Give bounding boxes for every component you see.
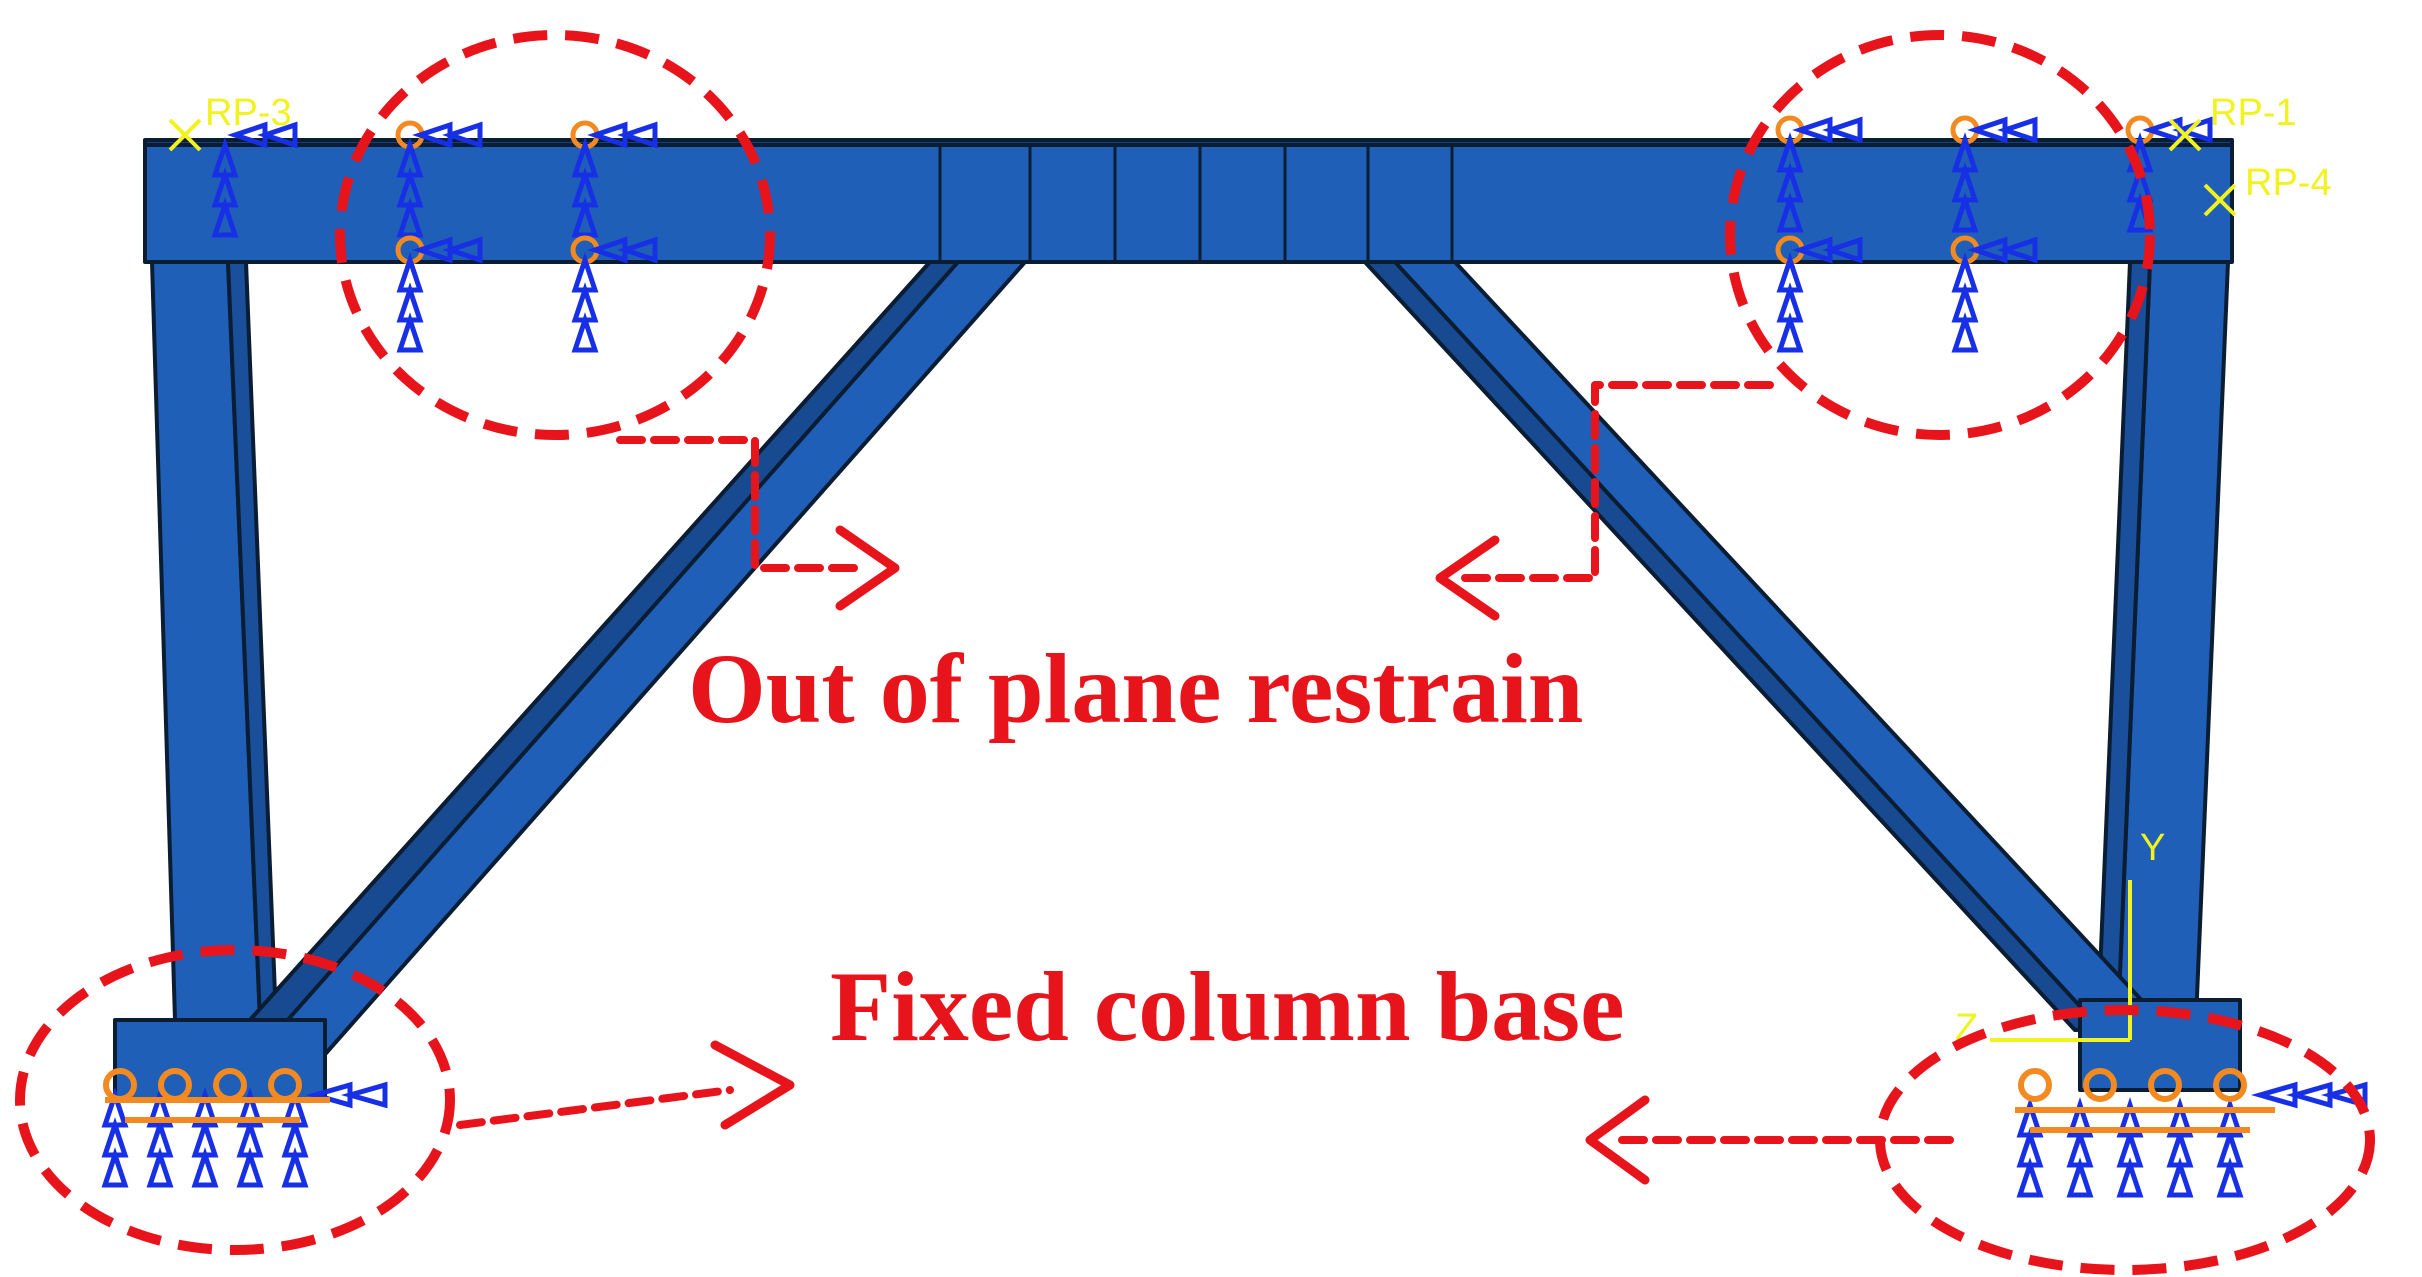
constraint-top-right-b bbox=[1950, 115, 2038, 233]
arrowhead-base-left bbox=[710, 1040, 795, 1130]
arrowheads bbox=[710, 525, 1650, 1185]
ellipse-base-left bbox=[15, 945, 455, 1255]
leader-base-left bbox=[456, 1086, 734, 1129]
constraint-top-left-a bbox=[395, 120, 483, 238]
constraint-top-right-d bbox=[1950, 235, 2038, 353]
constraint-top-left-b bbox=[570, 120, 658, 238]
out-of-plane-label: Out of plane restrain bbox=[688, 633, 1583, 744]
constraint-top-left-c bbox=[395, 235, 483, 353]
leader-top-left bbox=[616, 436, 864, 572]
rp4-label: RP-4 bbox=[2245, 162, 2332, 204]
ellipse-top-left bbox=[335, 30, 775, 440]
rp1-marker bbox=[2168, 118, 2202, 152]
constraint-base-left bbox=[101, 1068, 388, 1188]
left-base-plate bbox=[113, 1018, 327, 1102]
arrowhead-top-left bbox=[835, 525, 900, 611]
ellipse-top-right bbox=[1725, 30, 2155, 440]
leader-arrows bbox=[456, 381, 1954, 1144]
annotation-ellipses bbox=[15, 30, 2375, 1275]
reference-points bbox=[168, 118, 2237, 217]
rp1-label: RP-1 bbox=[2210, 92, 2297, 134]
y-axis-label: Y bbox=[2140, 827, 2165, 869]
constraint-top-left-corner bbox=[211, 121, 298, 238]
arrowhead-top-right bbox=[1435, 535, 1500, 621]
constraint-top-right-c bbox=[1775, 235, 1863, 353]
rp3-marker bbox=[168, 118, 202, 152]
leader-top-right bbox=[1456, 381, 1774, 582]
constraint-top-left-d bbox=[570, 235, 658, 353]
top-beam bbox=[143, 143, 2234, 264]
rp4-marker bbox=[2203, 183, 2237, 217]
arrowhead-base-right bbox=[1585, 1095, 1650, 1185]
top-beam-partitions bbox=[938, 145, 1454, 262]
constraint-top-right-a bbox=[1775, 115, 1863, 233]
rp3-label: RP-3 bbox=[205, 92, 292, 134]
steel-frame bbox=[113, 138, 2242, 1102]
fixed-base-label: Fixed column base bbox=[830, 951, 1624, 1062]
